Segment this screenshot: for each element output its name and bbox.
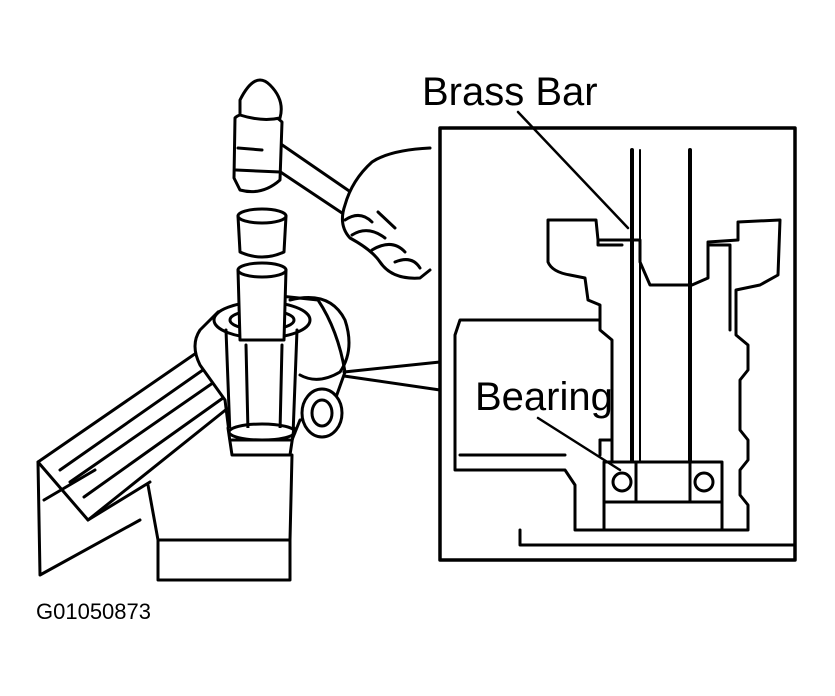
bar-cap xyxy=(238,209,286,257)
hand xyxy=(342,148,430,278)
brass-bar-label: Brass Bar xyxy=(422,70,598,114)
brass-bar-left xyxy=(238,263,286,340)
label-leaders xyxy=(518,112,628,470)
detail-callout-leader xyxy=(344,362,440,390)
steering-gear-housing xyxy=(38,296,349,580)
bearing-label: Bearing xyxy=(475,375,613,419)
hammer xyxy=(234,80,355,215)
detail-panel xyxy=(440,128,795,560)
figure-id: G01050873 xyxy=(36,599,151,624)
